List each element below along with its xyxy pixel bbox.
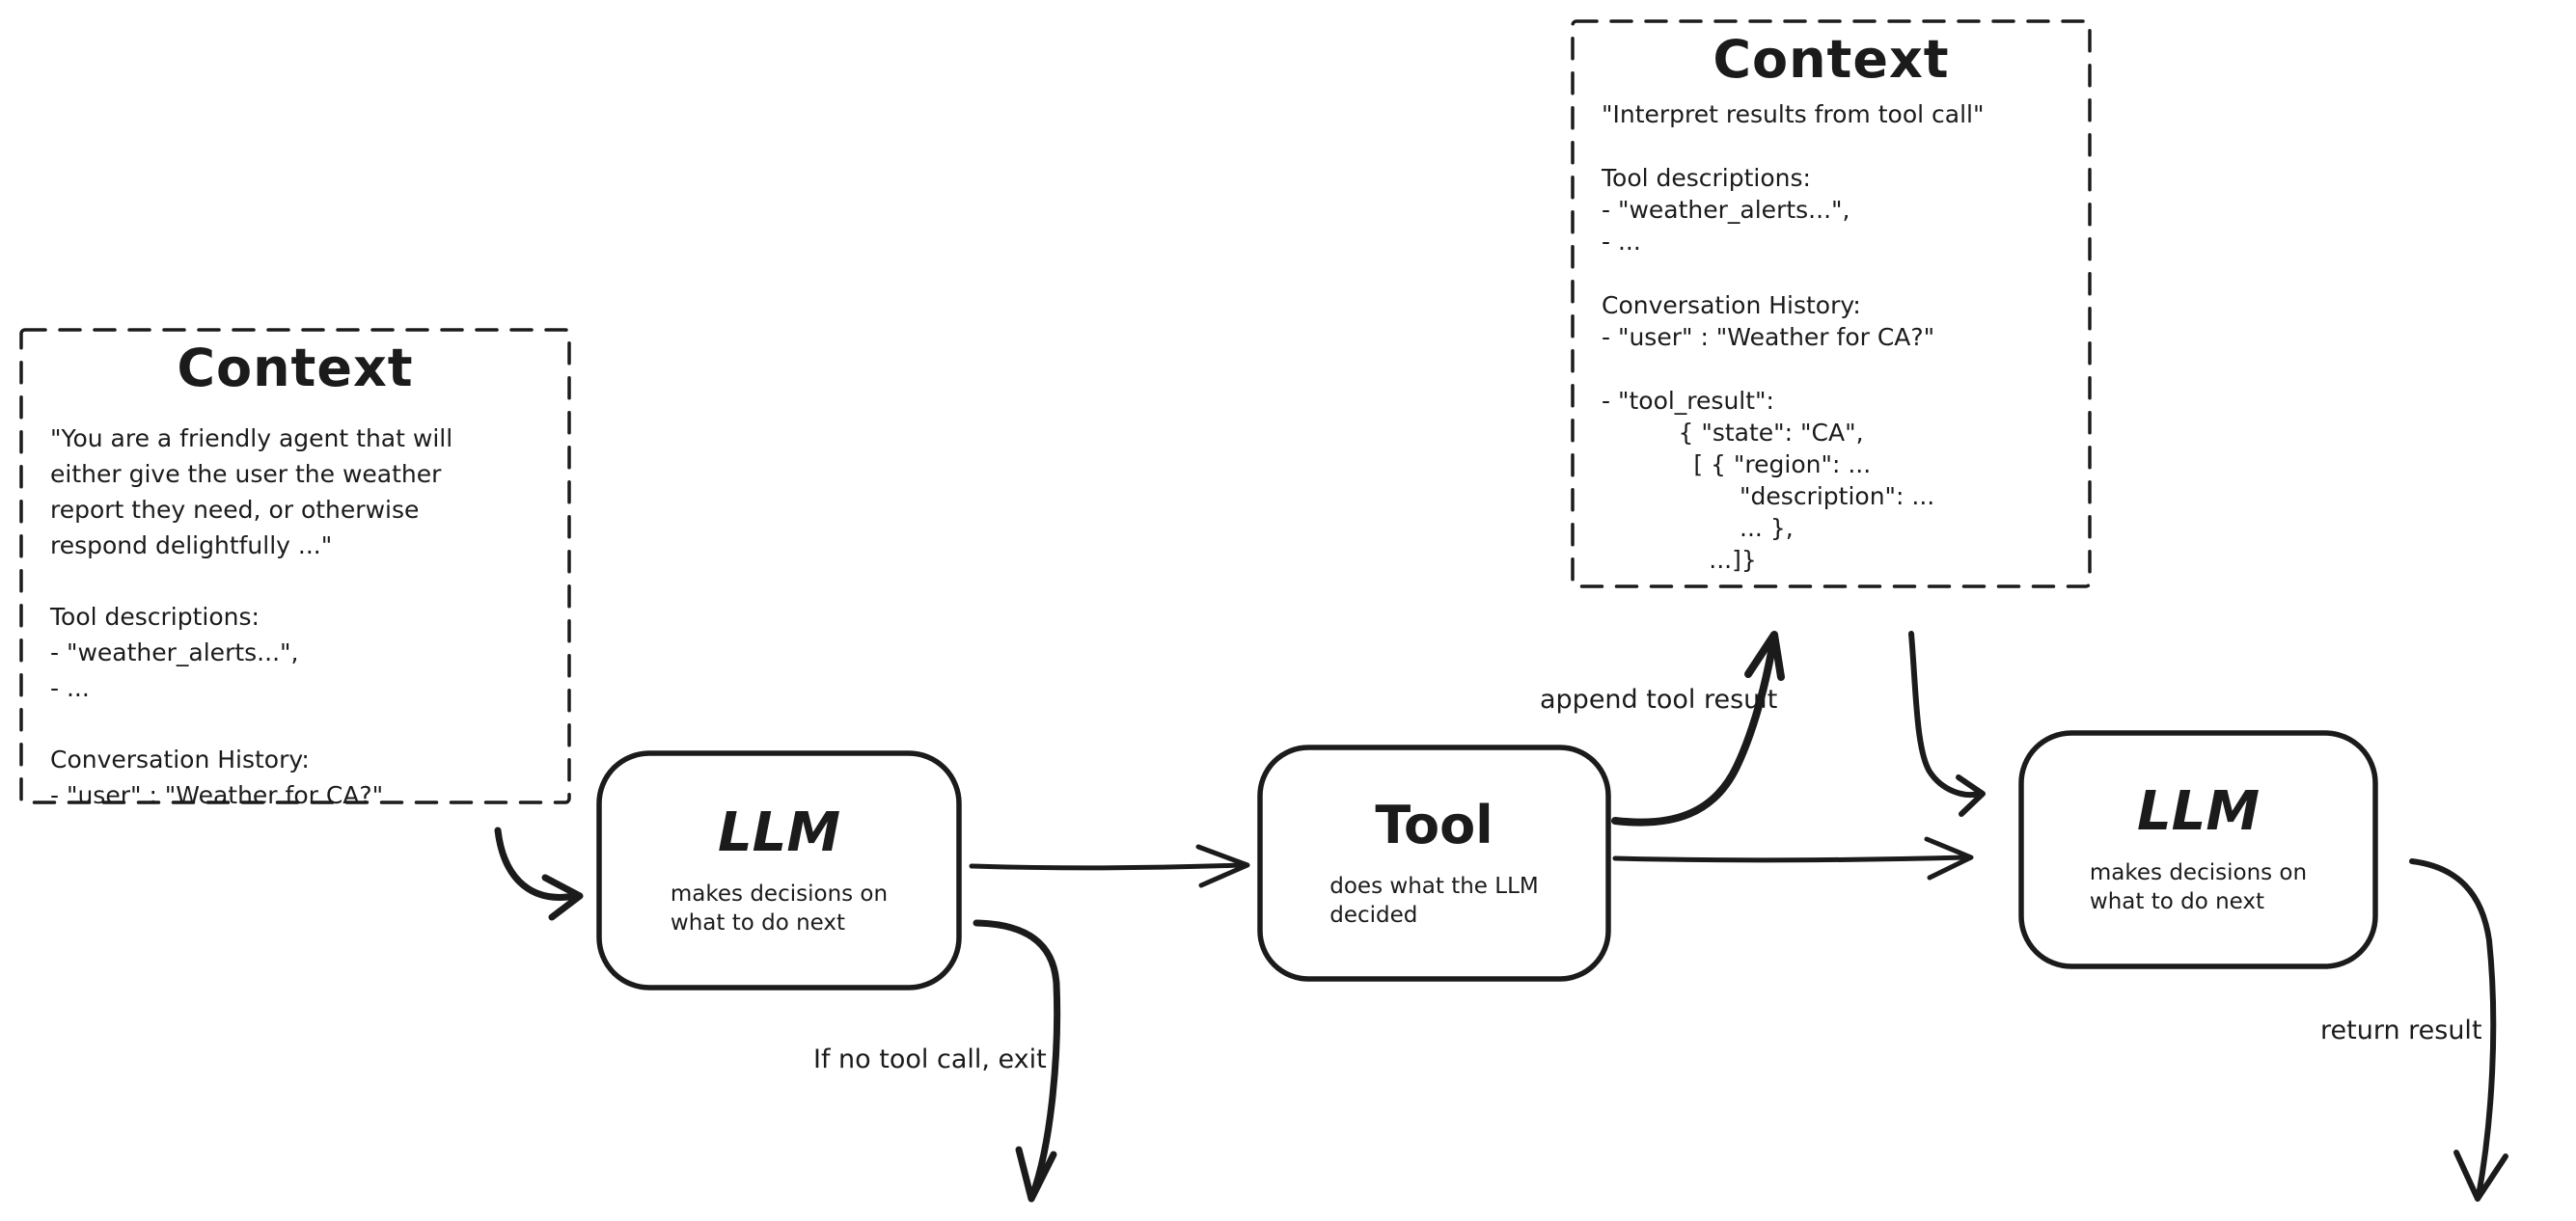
llm-2-box-border	[2018, 730, 2378, 969]
context-right-box-border	[1571, 19, 2092, 588]
llm-2-title: LLM	[2136, 780, 2261, 843]
tool-title: Tool	[1375, 795, 1494, 855]
arrow-llm-1-to-tool	[969, 844, 1250, 888]
context-right-body: "Interpret results from tool call" Tool …	[1602, 100, 1985, 574]
llm-1-subtitle: makes decisions on what to do next	[670, 881, 889, 936]
llm-1-node: LLM makes decisions on what to do next	[596, 750, 962, 990]
return-result-label: return result	[2320, 1016, 2482, 1045]
arrow-llm-2-return	[2409, 858, 2508, 1202]
llm-2-subtitle: makes decisions on what to do next	[2089, 860, 2308, 914]
arrow-tool-to-context-right	[1611, 631, 1785, 827]
context-right-title: Context	[1713, 29, 1950, 90]
tool-node: Tool does what the LLM decided	[1257, 745, 1611, 982]
arrow-context-right-to-llm-2	[1908, 631, 1986, 817]
context-left-body: "You are a friendly agent that will eith…	[50, 424, 453, 809]
append-tool-result-label: append tool result	[1540, 685, 1778, 715]
context-left-box: Context "You are a friendly agent that w…	[19, 328, 571, 809]
arrow-tool-to-llm-2	[1612, 836, 1974, 881]
llm-1-title: LLM	[717, 800, 841, 864]
llm-2-node: LLM makes decisions on what to do next	[2018, 730, 2378, 969]
arrow-context-left-to-llm-1	[494, 827, 584, 921]
if-no-tool-call-exit-label: If no tool call, exit	[813, 1045, 1047, 1074]
context-left-title: Context	[177, 338, 414, 398]
llm-1-box-border	[596, 750, 962, 990]
context-left-box-border	[19, 328, 571, 804]
tool-subtitle: does what the LLM decided	[1329, 874, 1539, 928]
context-right-box: Context "Interpret results from tool cal…	[1571, 19, 2092, 588]
arrow-llm-1-exit	[973, 919, 1061, 1203]
tool-box-border	[1257, 745, 1611, 982]
